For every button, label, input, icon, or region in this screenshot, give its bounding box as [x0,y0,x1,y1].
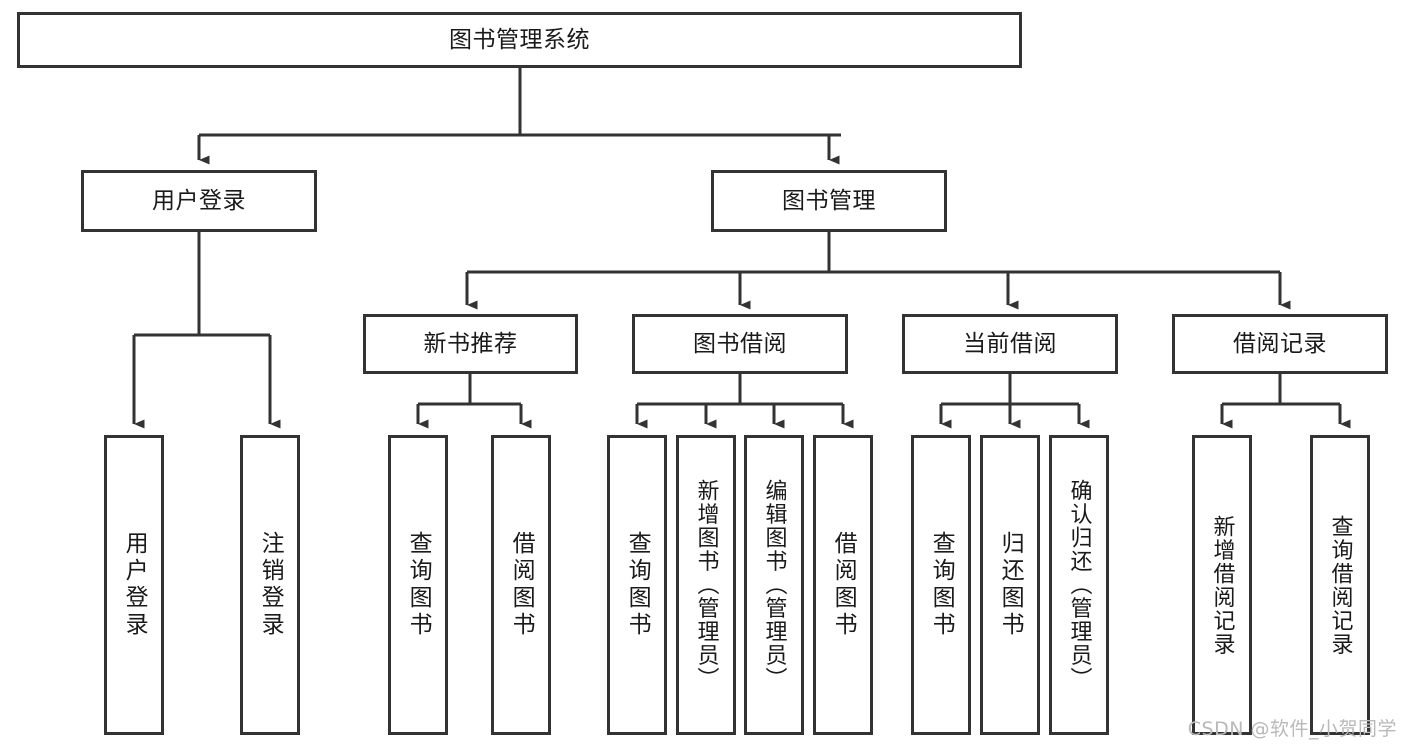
node-label: 图书管理 [782,187,876,214]
node-label: 图书管理系统 [449,26,590,53]
node-label: 查询图书 [405,531,432,639]
leaf-borrow-query-book[interactable]: 查询图书 [607,435,667,735]
node-label: 当前借阅 [963,330,1057,357]
node-label: 编辑图书（管理员） [761,479,787,691]
node-new-book-recommend[interactable]: 新书推荐 [363,314,578,374]
leaf-borrow-edit-book-admin[interactable]: 编辑图书（管理员） [744,435,804,735]
leaf-user-login-logout[interactable]: 注销登录 [240,435,300,735]
node-label: 注销登录 [257,531,284,639]
leaf-new-book-borrow[interactable]: 借阅图书 [491,435,551,735]
node-label: 借阅图书 [830,531,857,639]
node-label: 用户登录 [121,531,148,639]
node-user-login[interactable]: 用户登录 [81,170,317,232]
node-label: 查询借阅记录 [1327,514,1353,656]
node-book-borrow[interactable]: 图书借阅 [632,314,848,374]
node-label: 图书借阅 [693,330,787,357]
leaf-current-query-book[interactable]: 查询图书 [911,435,971,735]
leaf-records-add-record[interactable]: 新增借阅记录 [1192,435,1252,735]
node-label: 借阅图书 [508,531,535,639]
leaf-borrow-borrow-book[interactable]: 借阅图书 [813,435,873,735]
node-label: 新增借阅记录 [1209,514,1235,656]
node-root-system[interactable]: 图书管理系统 [17,12,1022,68]
node-label: 查询图书 [624,531,651,639]
leaf-records-query-record[interactable]: 查询借阅记录 [1310,435,1370,735]
leaf-new-book-query[interactable]: 查询图书 [388,435,448,735]
node-label: 归还图书 [997,531,1024,639]
node-book-management[interactable]: 图书管理 [711,170,947,232]
node-borrow-records[interactable]: 借阅记录 [1172,314,1388,374]
leaf-current-confirm-return-admin[interactable]: 确认归还（管理员） [1049,435,1109,735]
csdn-watermark: CSDN @软件_小贺同学 [1187,718,1397,740]
node-current-borrow[interactable]: 当前借阅 [902,314,1118,374]
node-label: 查询图书 [928,531,955,639]
node-label: 借阅记录 [1233,330,1327,357]
leaf-current-return-book[interactable]: 归还图书 [980,435,1040,735]
leaf-user-login-login[interactable]: 用户登录 [104,435,164,735]
node-label: 新书推荐 [423,330,518,357]
node-label: 确认归还（管理员） [1066,479,1092,691]
node-label: 新增图书（管理员） [693,479,719,691]
leaf-borrow-add-book-admin[interactable]: 新增图书（管理员） [676,435,736,735]
node-label: 用户登录 [152,187,246,214]
